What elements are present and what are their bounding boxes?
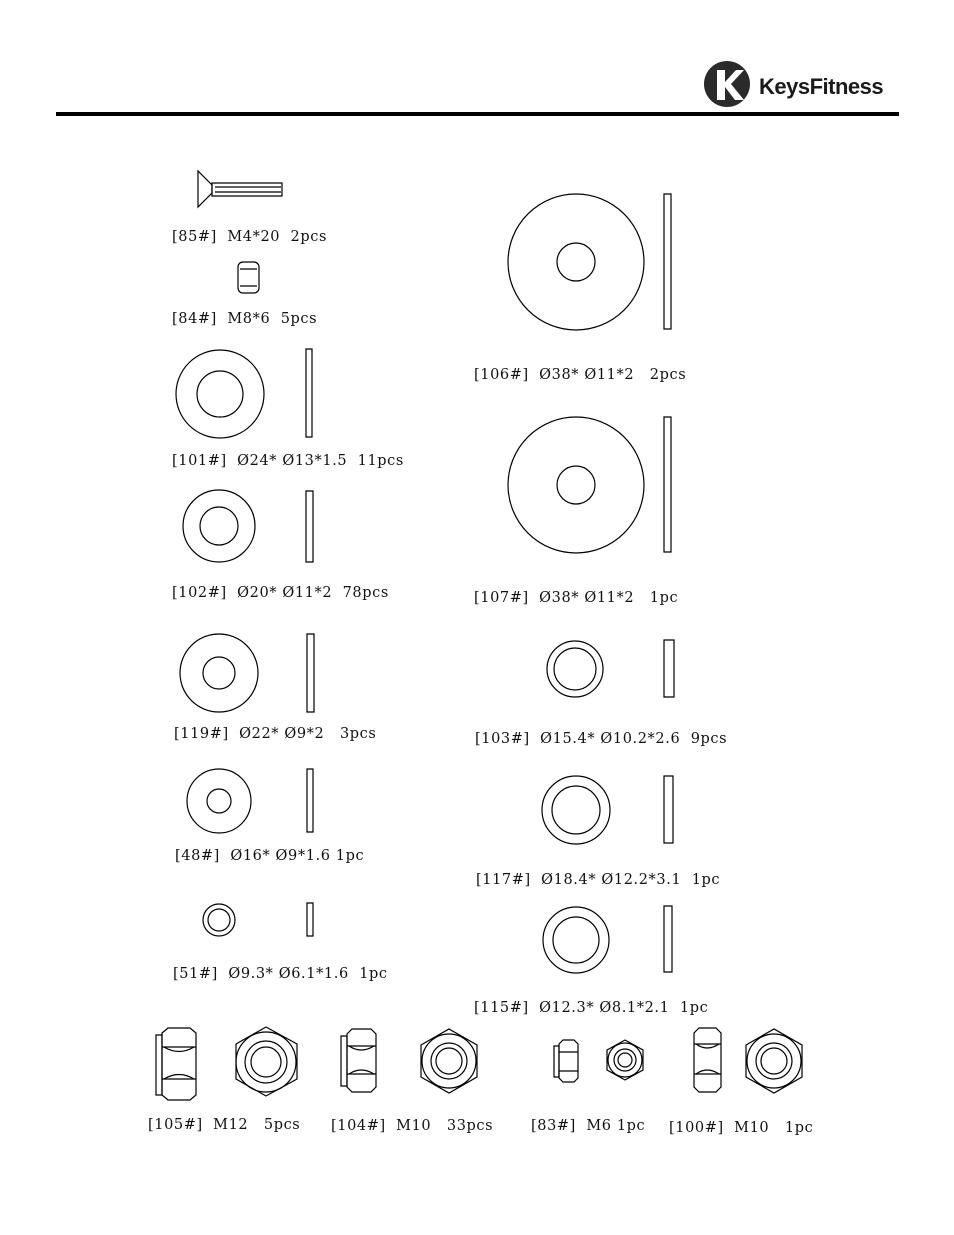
part-102-label: [102#] Ø20* Ø11*2 78pcs xyxy=(172,585,389,601)
part-107-label: [107#] Ø38* Ø11*2 1pc xyxy=(474,590,679,606)
part-105-label: [105#] M12 5pcs xyxy=(148,1117,301,1133)
brand-logo: KeysFitness xyxy=(703,60,903,110)
part-48-label: [48#] Ø16* Ø9*1.6 1pc xyxy=(175,848,365,864)
brand-name: KeysFitness xyxy=(759,74,884,99)
part-119-label: [119#] Ø22* Ø9*2 3pcs xyxy=(174,726,377,742)
part-101-washer-drawing xyxy=(176,349,312,438)
part-105-nut-drawing xyxy=(156,1027,297,1100)
part-85-screw-drawing xyxy=(198,171,282,207)
part-104-nut-drawing xyxy=(341,1029,477,1093)
part-117-washer-drawing xyxy=(542,776,673,844)
part-100-nut-drawing xyxy=(694,1028,802,1093)
part-83-nut-drawing xyxy=(554,1040,643,1082)
part-115-washer-drawing xyxy=(543,906,672,973)
part-84-set-screw-drawing xyxy=(238,262,259,293)
part-115-label: [115#] Ø12.3* Ø8.1*2.1 1pc xyxy=(474,1000,709,1016)
part-103-label: [103#] Ø15.4* Ø10.2*2.6 9pcs xyxy=(475,731,728,747)
part-117-label: [117#] Ø18.4* Ø12.2*3.1 1pc xyxy=(476,872,721,888)
part-104-label: [104#] M10 33pcs xyxy=(331,1118,494,1134)
part-103-washer-drawing xyxy=(547,640,674,697)
part-106-washer-drawing xyxy=(508,194,671,330)
header-rule xyxy=(56,112,899,116)
keys-fitness-logo-icon xyxy=(704,61,750,107)
part-102-washer-drawing xyxy=(183,490,313,562)
part-48-washer-drawing xyxy=(187,769,313,833)
part-106-label: [106#] Ø38* Ø11*2 2pcs xyxy=(474,367,687,383)
part-83-label: [83#] M6 1pc xyxy=(531,1118,646,1134)
part-101-label: [101#] Ø24* Ø13*1.5 11pcs xyxy=(172,453,404,469)
part-107-washer-drawing xyxy=(508,417,671,553)
part-51-label: [51#] Ø9.3* Ø6.1*1.6 1pc xyxy=(173,966,388,982)
part-85-label: [85#] M4*20 2pcs xyxy=(172,229,327,245)
part-51-washer-drawing xyxy=(203,903,313,936)
part-100-label: [100#] M10 1pc xyxy=(669,1120,814,1136)
part-119-washer-drawing xyxy=(180,634,314,712)
part-84-label: [84#] M8*6 5pcs xyxy=(172,311,318,327)
